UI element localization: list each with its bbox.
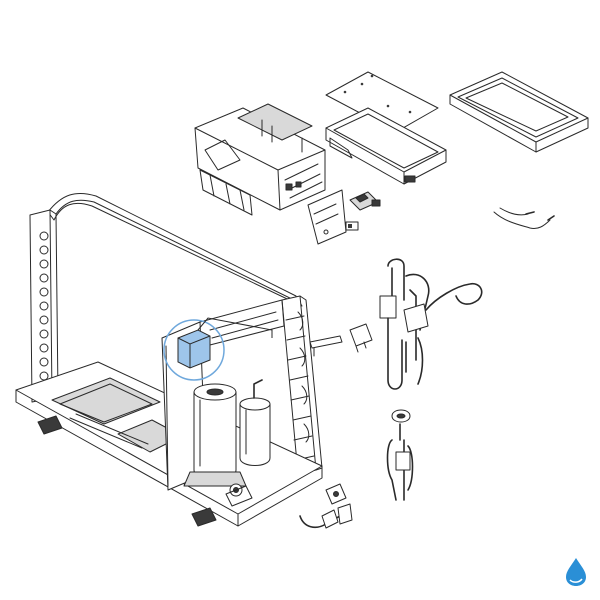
coil-magnet-part[interactable] <box>349 323 373 353</box>
terminal-bracket-part[interactable] <box>307 189 347 245</box>
temperature-sensor-wire-part[interactable] <box>493 207 555 229</box>
brand-logo <box>566 558 586 586</box>
service-port-fittings-part[interactable] <box>299 483 353 529</box>
four-way-valve-piping-part[interactable] <box>379 258 483 390</box>
highlighted-part-callout[interactable] <box>163 317 273 381</box>
droplet-logo-icon <box>566 558 586 586</box>
accumulator-part[interactable] <box>239 379 271 466</box>
service-valve-assembly-part[interactable] <box>225 483 253 507</box>
compressor-part[interactable] <box>183 383 247 487</box>
pcb-tray-part[interactable] <box>325 107 447 185</box>
relay-component-part[interactable] <box>345 191 381 231</box>
top-cover-plate-part[interactable] <box>449 71 589 153</box>
capacitor-part[interactable] <box>309 335 343 357</box>
expansion-valve-part[interactable] <box>386 409 414 501</box>
control-box-part[interactable] <box>194 103 326 216</box>
